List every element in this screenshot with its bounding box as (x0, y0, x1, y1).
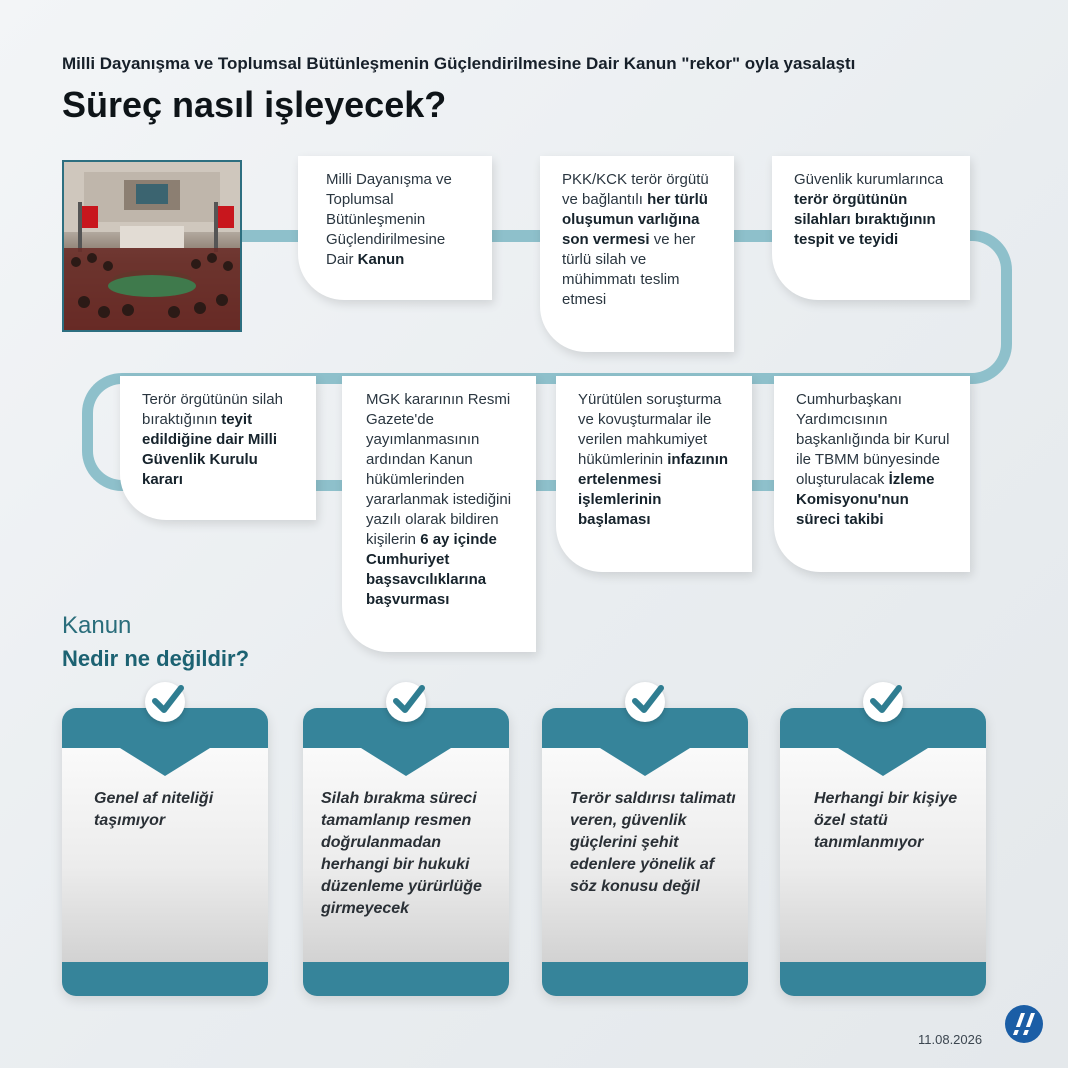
step-card-4: Cumhurbaşkanı Yardımcısının başkanlığınd… (774, 376, 970, 572)
step-text-run: Güvenlik kurumlarınca (794, 171, 944, 188)
check-icon (386, 682, 426, 722)
step-text-run: teyit edildiğine dair Milli Güvenlik Kur… (142, 411, 278, 488)
step-card-6: MGK kararının Resmi Gazete'de yayımlanma… (342, 376, 536, 652)
section-subtitle: Nedir ne değildir? (62, 646, 250, 671)
check-icon (145, 682, 185, 722)
step-text: Güvenlik kurumlarınca terör örgütünün si… (794, 171, 943, 248)
step-text-run: infazının ertelenmesi işlemlerinin başla… (578, 451, 729, 528)
step-card-5: Yürütülen soruşturma ve kovuşturmalar il… (556, 376, 752, 572)
step-text-run: Yürütülen soruşturma ve kovuşturmalar il… (578, 391, 722, 468)
aa-logo-icon (1004, 1004, 1044, 1044)
infographic-subtitle: Milli Dayanışma ve Toplumsal Bütünleşmen… (62, 54, 856, 73)
step-text: Cumhurbaşkanı Yardımcısının başkanlığınd… (796, 391, 949, 528)
step-text-run: terör örgütünün silahları bıraktığının t… (794, 191, 936, 248)
fact-text: Herhangi bir kişiye özel statü tanımlanm… (814, 790, 958, 851)
step-text-run: Milli Dayanışma ve Toplumsal Bütünleşmen… (326, 171, 452, 268)
step-text-run: PKK/KCK terör örgütü ve bağlantılı (562, 171, 709, 208)
step-text-run: Cumhurbaşkanı Yardımcısının başkanlığınd… (796, 391, 950, 488)
step-text: Milli Dayanışma ve Toplumsal Bütünleşmen… (326, 171, 452, 268)
check-icon (863, 682, 903, 722)
fact-card-4: Herhangi bir kişiye özel statü tanımlanm… (780, 708, 986, 996)
step-text: Yürütülen soruşturma ve kovuşturmalar il… (578, 391, 728, 528)
step-text-run: her türlü oluşumun varlığına son vermesi (562, 191, 708, 248)
step-card-2: PKK/KCK terör örgütü ve bağlantılı her t… (540, 156, 734, 352)
parliament-photo (62, 160, 242, 332)
card-footer (303, 962, 509, 996)
fact-card-3: Terör saldırısı talimatı veren, güvenlik… (542, 708, 748, 996)
step-card-1: Milli Dayanışma ve Toplumsal Bütünleşmen… (298, 156, 492, 300)
step-text-run: Kanun (357, 251, 405, 268)
step-text: PKK/KCK terör örgütü ve bağlantılı her t… (562, 171, 709, 308)
card-arrow (600, 748, 690, 776)
step-text-run: ve her türlü silah ve mühimmatı teslim e… (562, 231, 696, 308)
step-text-run: 6 ay içinde Cumhuriyet başsavcılıklarına… (366, 531, 497, 608)
fact-card-2: Silah bırakma süreci tamamlanıp resmen d… (303, 708, 509, 996)
date-label: 11.08.2026 (918, 1032, 983, 1047)
card-footer (62, 962, 268, 996)
card-arrow (361, 748, 451, 776)
card-footer (780, 962, 986, 996)
fact-text: Genel af niteliği taşımıyor (94, 790, 214, 829)
fact-text: Terör saldırısı talimatı veren, güvenlik… (570, 790, 736, 895)
step-card-7: Terör örgütünün silah bıraktığının teyit… (120, 376, 316, 520)
card-arrow (838, 748, 928, 776)
infographic-title: Süreç nasıl işleyecek? (62, 84, 447, 125)
fact-text: Silah bırakma süreci tamamlanıp resmen d… (321, 790, 482, 917)
section-label: Kanun (62, 612, 132, 639)
check-icon (625, 682, 665, 722)
step-text-run: MGK kararının Resmi Gazete'de yayımlanma… (366, 391, 512, 548)
card-footer (542, 962, 748, 996)
connector-line (160, 373, 920, 384)
step-text: MGK kararının Resmi Gazete'de yayımlanma… (366, 391, 511, 608)
card-arrow (120, 748, 210, 776)
step-text: Terör örgütünün silah bıraktığının teyit… (142, 391, 283, 488)
step-text-run: Terör örgütünün silah bıraktığının (142, 391, 283, 428)
step-card-3: Güvenlik kurumlarınca terör örgütünün si… (772, 156, 970, 300)
step-text-run: İzleme Komisyonu'nun süreci takibi (796, 471, 935, 528)
fact-card-1: Genel af niteliği taşımıyor (62, 708, 268, 996)
